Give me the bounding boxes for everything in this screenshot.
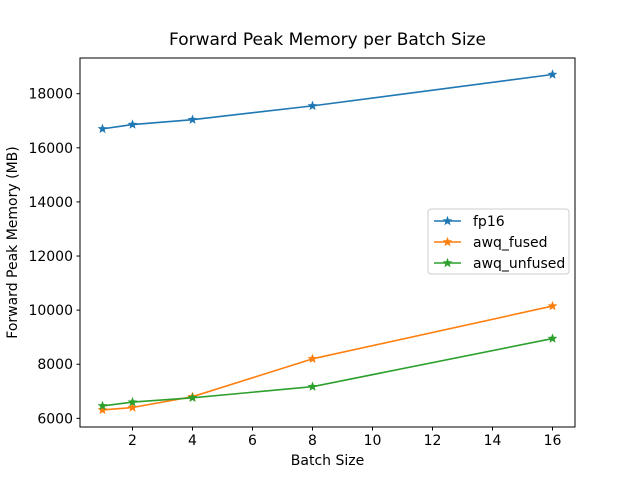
y-tick-label: 16000 <box>28 141 73 157</box>
legend-label-awq_unfused: awq_unfused <box>473 256 565 272</box>
data-point-awq_unfused-2 <box>127 396 138 407</box>
y-tick-label: 12000 <box>28 249 73 265</box>
data-point-fp16-1 <box>97 123 108 134</box>
legend-marker-fp16 <box>442 215 453 226</box>
x-tick-label: 16 <box>544 433 562 449</box>
y-axis-label: Forward Peak Memory (MB) <box>5 146 21 338</box>
x-axis-label: Batch Size <box>291 453 364 469</box>
series-line-awq_unfused <box>101 337 554 407</box>
data-point-awq_fused-2 <box>127 402 138 412</box>
data-point-awq_unfused-16 <box>547 333 558 343</box>
plot-border <box>79 57 576 428</box>
series-line-fp16 <box>101 73 554 130</box>
data-point-fp16-2 <box>127 119 138 129</box>
data-point-awq_fused-1 <box>97 404 108 415</box>
data-point-awq_unfused-8 <box>307 381 318 391</box>
data-point-fp16-4 <box>187 114 198 124</box>
data-point-fp16-8 <box>307 100 318 111</box>
legend-marker-awq_unfused <box>442 257 453 268</box>
x-tick-label: 12 <box>424 433 442 449</box>
x-tick-label: 8 <box>308 433 317 449</box>
y-tick-label: 18000 <box>28 87 73 103</box>
chart-title: Forward Peak Memory per Batch Size <box>169 30 486 50</box>
data-point-awq_fused-8 <box>307 353 318 364</box>
data-point-awq_unfused-4 <box>187 392 198 402</box>
x-tick-label: 4 <box>188 433 197 449</box>
y-tick-label: 6000 <box>37 411 73 427</box>
x-tick-label: 10 <box>364 433 382 449</box>
data-point-fp16-16 <box>547 69 558 79</box>
y-tick-label: 10000 <box>28 303 73 319</box>
legend-box <box>427 208 570 275</box>
y-tick-label: 8000 <box>37 357 73 373</box>
x-tick-label: 6 <box>248 433 257 449</box>
legend-label-awq_fused: awq_fused <box>473 235 548 251</box>
legend-label-fp16: fp16 <box>473 214 505 230</box>
series-line-awq_fused <box>101 305 554 411</box>
legend-marker-awq_fused <box>442 236 453 247</box>
data-point-awq_fused-16 <box>547 300 558 311</box>
x-tick-label: 2 <box>128 433 137 449</box>
data-point-awq_unfused-1 <box>97 400 108 411</box>
plot-area: 2 4 6 8 10 12 14 16 6000 8000 10000 12000 14000 16000… <box>28 57 576 449</box>
y-tick-label: 14000 <box>28 195 73 211</box>
x-tick-label: 14 <box>484 433 502 449</box>
